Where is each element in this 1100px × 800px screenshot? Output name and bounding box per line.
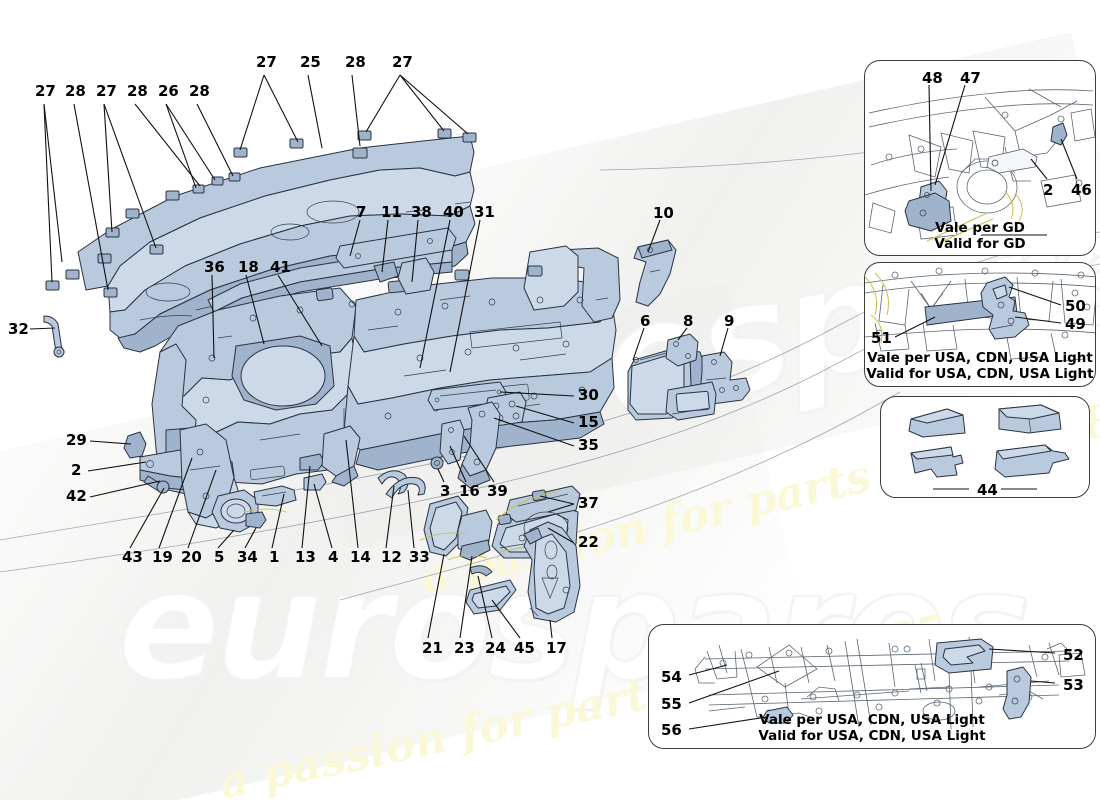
- part-46-clip: [1050, 122, 1068, 146]
- usa-upper-callout-50: 50: [1065, 297, 1086, 315]
- callout-10: 10: [653, 204, 674, 222]
- callout-34: 34: [237, 548, 258, 566]
- callout-39: 39: [487, 482, 508, 500]
- callout-37: 37: [578, 494, 599, 512]
- callout-2: 2: [71, 461, 82, 479]
- part-29-clip: [123, 431, 147, 459]
- part-53-bracket: [1002, 666, 1032, 720]
- callout-28b: 28: [127, 82, 148, 100]
- callout-45: 45: [514, 639, 535, 657]
- insulation-pads-panel: 44: [880, 396, 1090, 498]
- gd-callout-2: 2: [1043, 181, 1054, 199]
- callout-18: 18: [238, 258, 259, 276]
- callout-24: 24: [485, 639, 506, 657]
- part-37-clip-a: [531, 489, 547, 502]
- callout-33: 33: [409, 548, 430, 566]
- callout-32: 32: [8, 320, 29, 338]
- callout-15: 15: [578, 413, 599, 431]
- usa-lower-caption-line-1: Vale per USA, CDN, USA Light: [759, 712, 985, 728]
- callout-26: 26: [158, 82, 179, 100]
- callout-38: 38: [411, 203, 432, 221]
- usa-lower-callout-54: 54: [661, 668, 682, 686]
- callout-43: 43: [122, 548, 143, 566]
- callout-3: 3: [440, 482, 451, 500]
- gd-variant-panel: 48 47 2 46 Vale per GD Valid for GD: [864, 60, 1096, 256]
- part-37-clip-b: [497, 513, 512, 526]
- part-32-rod: [43, 315, 65, 358]
- callout-28d: 28: [345, 53, 366, 71]
- callout-29: 29: [66, 431, 87, 449]
- ecu-module-group: [627, 333, 751, 421]
- callout-36: 36: [204, 258, 225, 276]
- callout-5: 5: [214, 548, 225, 566]
- part-8-cover: [665, 333, 699, 367]
- callout-27b: 27: [96, 82, 117, 100]
- callout-42: 42: [66, 487, 87, 505]
- callout-16: 16: [459, 482, 480, 500]
- usa-upper-callout-49: 49: [1065, 315, 1086, 333]
- usa-lower-callout-53: 53: [1063, 676, 1084, 694]
- callout-7: 7: [356, 203, 367, 221]
- callout-1: 1: [269, 548, 280, 566]
- callout-14: 14: [350, 548, 371, 566]
- gd-panel-caption: Vale per GD Valid for GD: [865, 220, 1095, 253]
- callout-30: 30: [578, 386, 599, 404]
- gd-callout-46: 46: [1071, 181, 1092, 199]
- usa-upper-caption-line-2: Valid for USA, CDN, USA Light: [866, 365, 1094, 382]
- callout-28a: 28: [65, 82, 86, 100]
- callout-20: 20: [181, 548, 202, 566]
- gd-callout-48: 48: [922, 69, 943, 87]
- usa-lower-caption-line-2: Valid for USA, CDN, USA Light: [758, 727, 986, 744]
- callout-41: 41: [270, 258, 291, 276]
- callout-4: 4: [328, 548, 339, 566]
- usa-lower-callout-52: 52: [1063, 646, 1084, 664]
- callout-21: 21: [422, 639, 443, 657]
- part-10-handle: [633, 239, 677, 307]
- part-38-bracket: [397, 257, 435, 295]
- part-1-bracket: [253, 485, 297, 507]
- callout-40: 40: [443, 203, 464, 221]
- usa-variant-panel-lower: 52 53 54 55 56 Vale per USA, CDN, USA Li…: [648, 624, 1096, 749]
- usa-variant-panel-upper: 50 49 51 Vale per USA, CDN, USA Light Va…: [864, 262, 1096, 387]
- callout-28c: 28: [189, 82, 210, 100]
- usa-upper-callout-51: 51: [871, 329, 892, 347]
- pads-callout-44: 44: [977, 481, 998, 498]
- usa-lower-callout-55: 55: [661, 695, 682, 713]
- part-24-clip: [469, 565, 493, 577]
- callout-35: 35: [578, 436, 599, 454]
- gd-caption-line-2: Valid for GD: [934, 235, 1026, 252]
- gd-caption-line-1: Vale per GD: [935, 220, 1025, 236]
- callout-31: 31: [474, 203, 495, 221]
- callout-27d: 27: [392, 53, 413, 71]
- callout-27c: 27: [256, 53, 277, 71]
- callout-13: 13: [295, 548, 316, 566]
- callout-17: 17: [546, 639, 567, 657]
- callout-25: 25: [300, 53, 321, 71]
- callout-9: 9: [724, 312, 735, 330]
- part-34-clip: [245, 511, 267, 529]
- gd-callout-47: 47: [960, 69, 981, 87]
- usa-lower-panel-caption: Vale per USA, CDN, USA Light Valid for U…: [649, 712, 1095, 745]
- usa-upper-caption-line-1: Vale per USA, CDN, USA Light: [867, 350, 1093, 366]
- callout-22: 22: [578, 533, 599, 551]
- usa-upper-panel-caption: Vale per USA, CDN, USA Light Valid for U…: [865, 350, 1095, 383]
- callout-27a: 27: [35, 82, 56, 100]
- part-39-bracket: [439, 419, 465, 465]
- part-3-nut: [430, 456, 444, 470]
- part-2-lever: [986, 148, 1038, 174]
- callout-8: 8: [683, 312, 694, 330]
- callout-6: 6: [640, 312, 651, 330]
- callout-11: 11: [381, 203, 402, 221]
- callout-12: 12: [381, 548, 402, 566]
- part-43-nut: [156, 480, 170, 494]
- callout-23: 23: [454, 639, 475, 657]
- callout-19: 19: [152, 548, 173, 566]
